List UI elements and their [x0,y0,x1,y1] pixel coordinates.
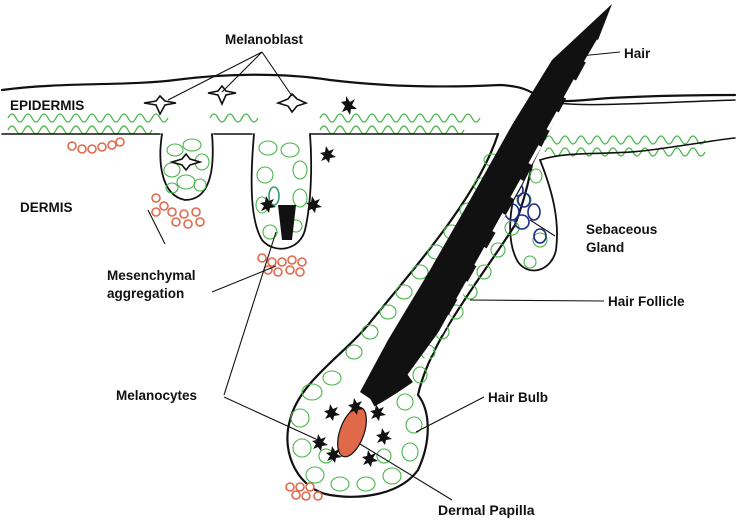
label-sebaceous-line2: Gland [586,240,624,255]
label-melanocytes: Melanocytes [116,388,197,403]
hair-pointer [579,51,621,57]
hair-shaft [360,4,612,407]
dermal-papilla-pointer [359,443,453,501]
melanoblast-pointer [167,51,293,101]
hair-follicle-pointer [469,299,605,302]
right-epidermis-lower-line [539,137,736,161]
melanoblast-cells [143,84,309,172]
label-sebaceous-line1: Sebaceous [586,222,657,237]
label-epidermis: EPIDERMIS [10,98,84,113]
placode-hair-peg [250,133,313,250]
melanocyte-cells [260,96,392,467]
pointer-lines [147,51,621,501]
mesenchymal-cells [67,137,323,501]
sebaceous-pointer [529,219,556,237]
melanocytes-pointer [223,231,319,441]
mesenchymal-pointer [147,209,277,293]
label-dermis: DERMIS [20,200,73,215]
placode-early [159,133,214,201]
label-dermal-papilla: Dermal Papilla [438,502,535,518]
label-hair-bulb: Hair Bulb [488,390,548,405]
sebaceous-gland-outline [509,159,558,272]
label-mesenchymal-line2: aggregation [107,286,184,301]
skin-surface-line [0,73,737,103]
label-mesenchymal-line1: Mesenchymal [107,268,196,283]
label-hair-follicle: Hair Follicle [608,294,685,309]
label-hair: Hair [624,46,651,61]
hair-bulb-pointer [415,396,485,433]
label-melanoblast: Melanoblast [225,32,304,47]
